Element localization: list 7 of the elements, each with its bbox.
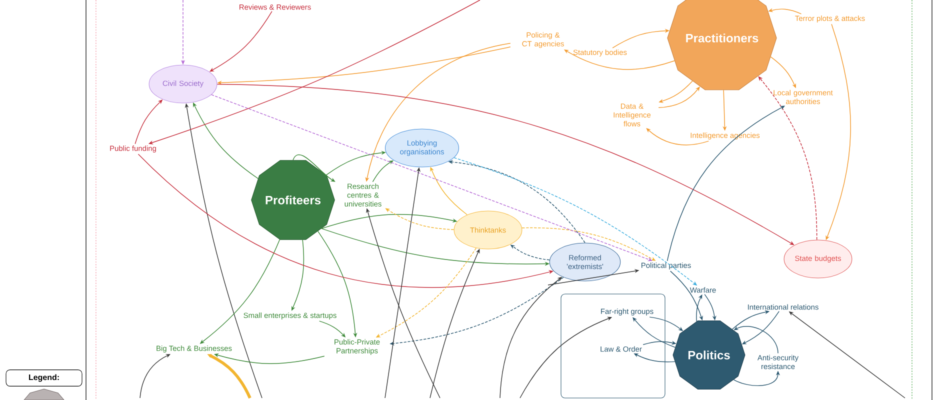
- decagon-node: Practitioners: [667, 0, 777, 90]
- decagon-node: Politics: [672, 320, 746, 390]
- group-box: [560, 294, 666, 398]
- arrow: [632, 317, 676, 348]
- decagon-node: Profiteers: [251, 160, 335, 240]
- arrow: [646, 128, 710, 146]
- legend-title: Legend:: [6, 370, 82, 386]
